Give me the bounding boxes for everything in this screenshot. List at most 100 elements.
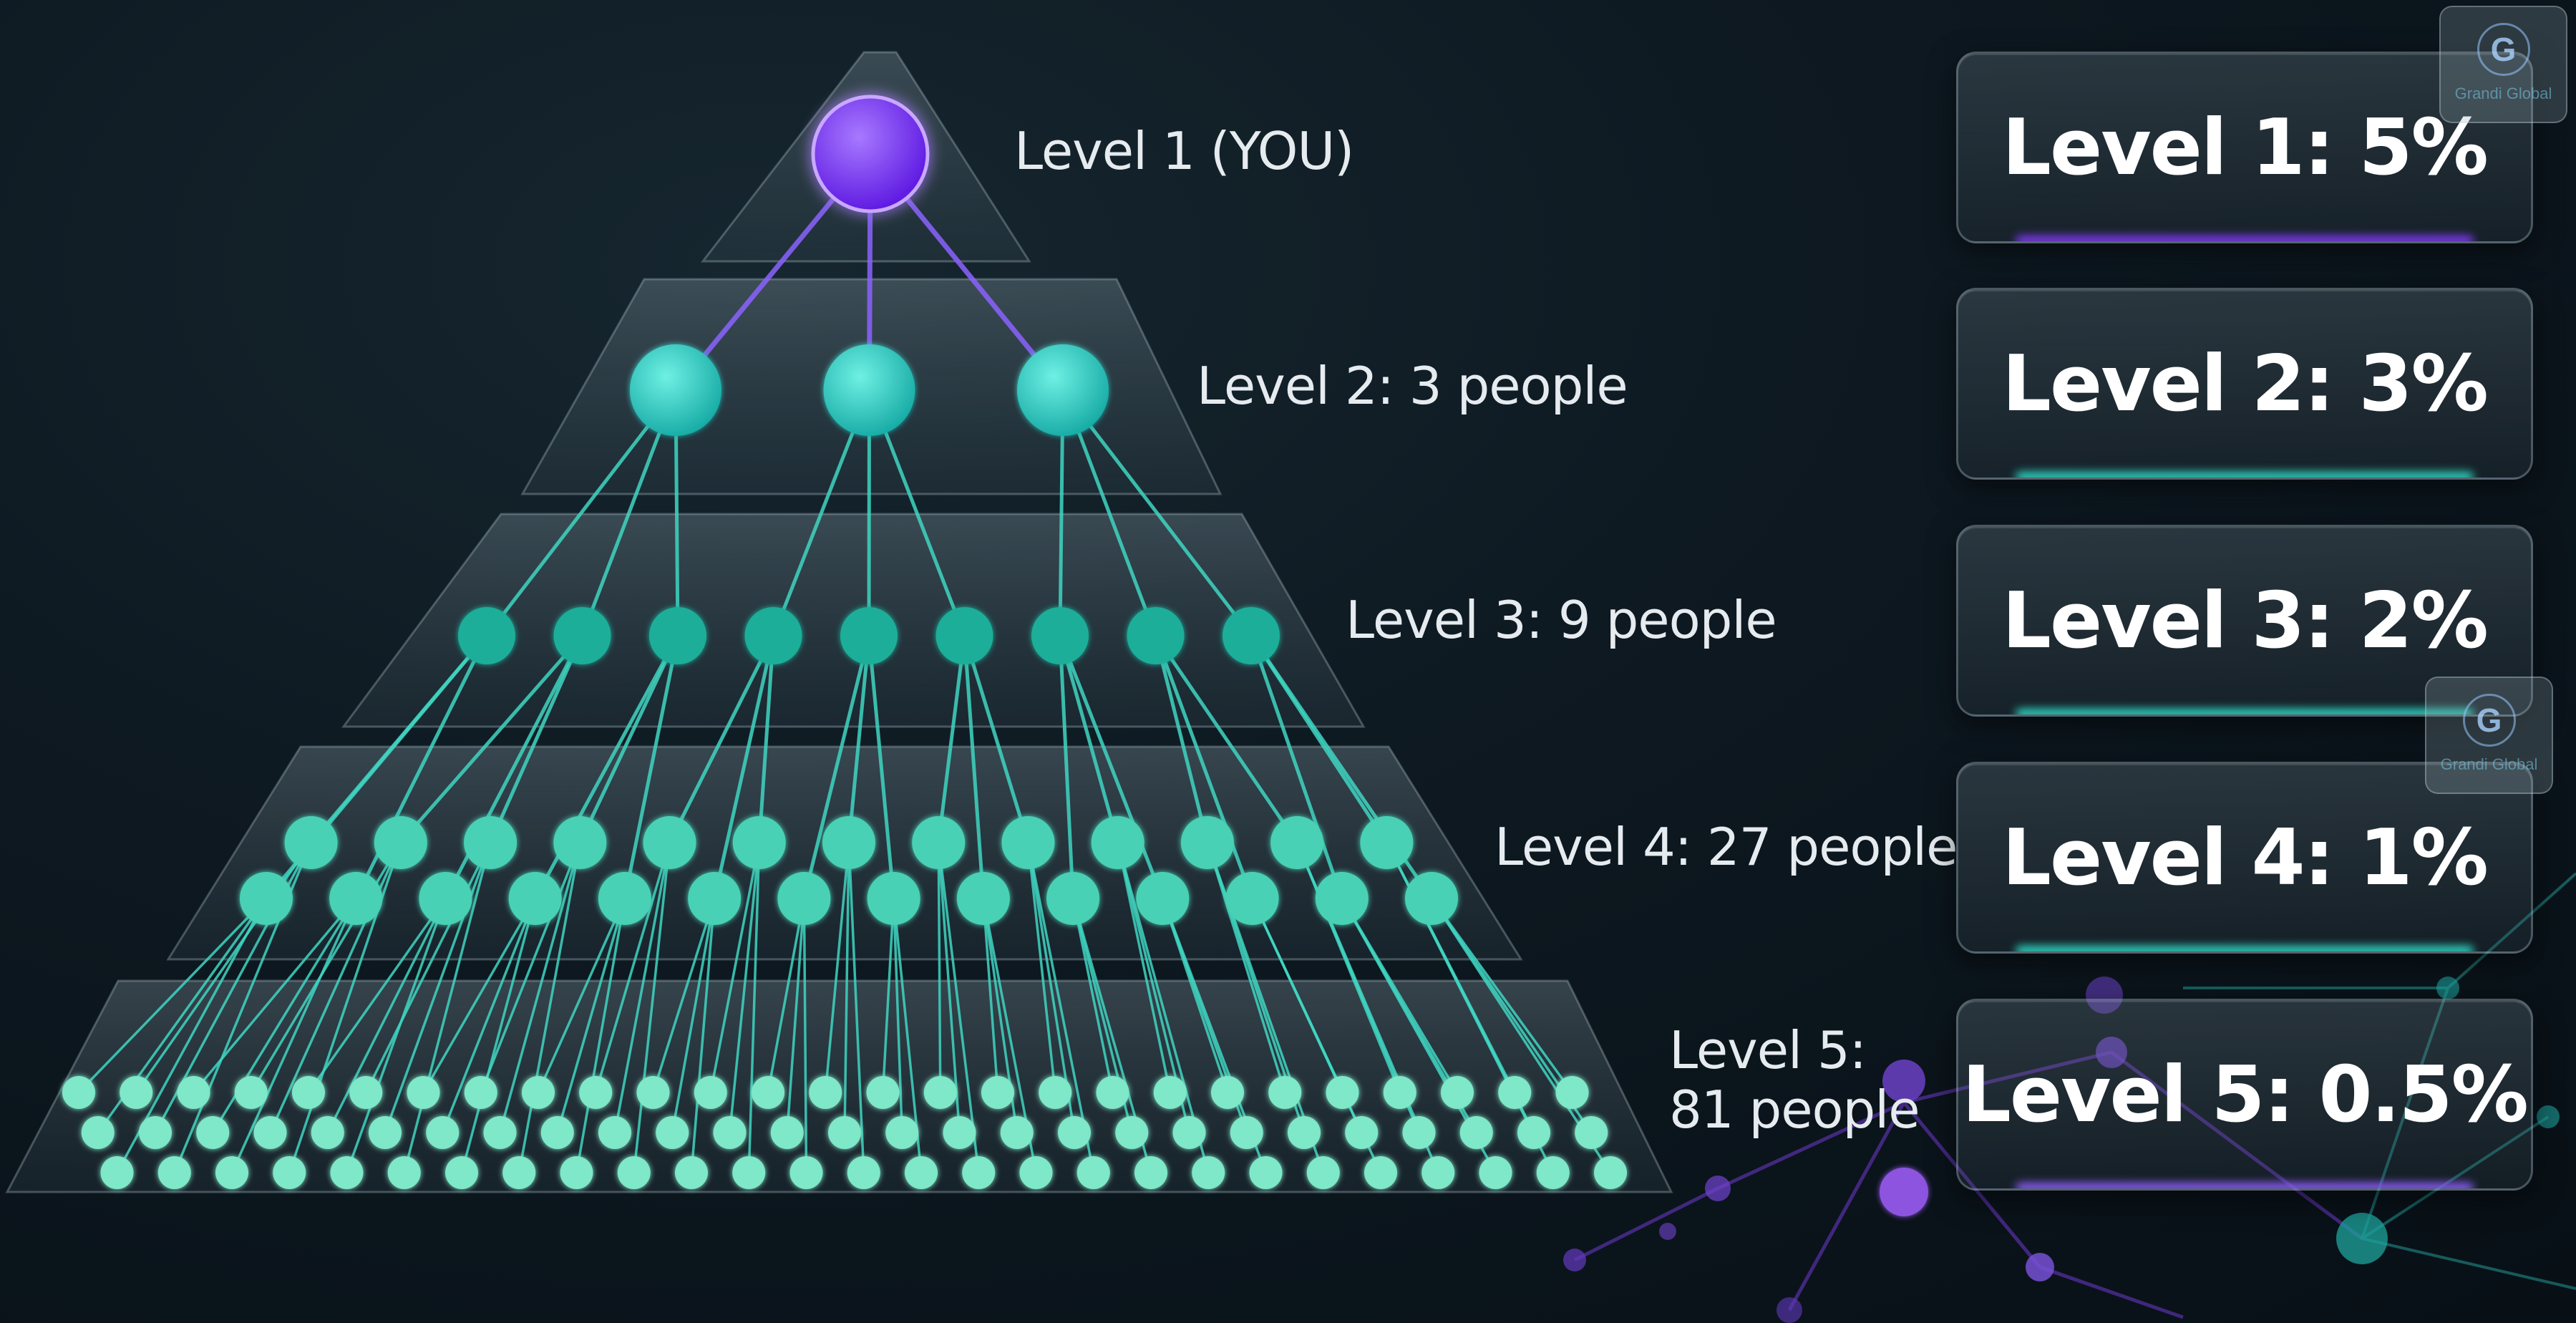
- node-level-5-23: [483, 1116, 517, 1149]
- node-level-5-64: [1268, 1076, 1302, 1109]
- node-level-4-19: [1046, 872, 1100, 925]
- node-level-5-62: [1230, 1116, 1263, 1149]
- node-level-5-35: [713, 1116, 747, 1149]
- link-level-3-to-4: [712, 635, 775, 899]
- link-level-3-to-4: [1249, 635, 1344, 899]
- link-level-4-to-5: [422, 898, 537, 1093]
- link-level-3-to-4: [1154, 635, 1254, 899]
- node-level-5-57: [1134, 1156, 1167, 1189]
- link-level-3-to-4: [399, 634, 584, 844]
- link-level-4-to-5: [1026, 842, 1056, 1093]
- node-level-5-31: [636, 1076, 670, 1109]
- node-level-5-30: [617, 1156, 651, 1189]
- link-level-4-to-5: [594, 842, 671, 1093]
- node-level-4-23: [1225, 872, 1279, 925]
- node-level-5-5: [139, 1116, 172, 1149]
- pyramid-nodes: [62, 94, 1627, 1189]
- node-level-5-53: [1058, 1116, 1091, 1149]
- node-level-4-27: [1405, 872, 1458, 925]
- link-level-3-to-4: [623, 635, 680, 899]
- link-level-4-to-5: [1116, 842, 1172, 1093]
- link-level-4-to-5: [326, 898, 447, 1133]
- node-level-5-18: [387, 1156, 421, 1189]
- node-level-5-69: [1364, 1156, 1397, 1189]
- node-level-5-15: [330, 1156, 364, 1189]
- node-level-5-19: [407, 1076, 440, 1109]
- link-level-4-to-5: [786, 898, 806, 1133]
- link-level-4-to-5: [690, 898, 716, 1173]
- link-level-4-to-5: [937, 842, 942, 1093]
- node-level-4-1: [240, 872, 293, 925]
- node-level-3-8: [1127, 607, 1185, 664]
- link-level-3-to-4: [1154, 634, 1299, 844]
- node-level-3-3: [649, 607, 706, 664]
- node-level-5-7: [177, 1076, 210, 1109]
- node-level-5-26: [540, 1116, 574, 1149]
- node-level-5-4: [120, 1076, 153, 1109]
- node-level-5-65: [1288, 1116, 1321, 1149]
- tier-label-level-3: Level 3: 9 people: [1346, 590, 1777, 650]
- node-level-4-6: [464, 816, 517, 869]
- node-level-5-10: [234, 1076, 268, 1109]
- commission-card-level-1: Level 1: 5%: [1956, 52, 2533, 243]
- node-level-5-59: [1172, 1116, 1206, 1149]
- node-level-4-5: [419, 872, 472, 925]
- node-level-5-79: [1555, 1076, 1589, 1109]
- node-level-5-58: [1153, 1076, 1187, 1109]
- node-level-5-70: [1383, 1076, 1416, 1109]
- node-level-4-11: [688, 872, 742, 925]
- node-level-5-47: [943, 1116, 976, 1149]
- link-level-4-to-5: [307, 897, 447, 1094]
- node-level-4-24: [1270, 816, 1324, 869]
- commission-card-text: Level 5: 0.5%: [1962, 1050, 2529, 1140]
- node-level-5-37: [752, 1076, 784, 1109]
- node-level-5-49: [981, 1076, 1014, 1109]
- commission-card-text: Level 1: 5%: [2002, 102, 2489, 193]
- link-level-4-to-5: [460, 898, 537, 1173]
- node-level-4-13: [777, 872, 831, 925]
- link-level-3-to-4: [963, 635, 1030, 843]
- tier-label-level-5: Level 5: 81 people: [1669, 1021, 1920, 1140]
- commission-card-level-2: Level 2: 3%: [1956, 288, 2533, 480]
- link-level-4-to-5: [403, 842, 492, 1173]
- tier-label-level-5-line2: 81 people: [1669, 1079, 1920, 1140]
- node-level-5-66: [1306, 1156, 1340, 1189]
- node-level-5-3: [100, 1156, 134, 1189]
- link-level-4-to-5: [556, 898, 626, 1133]
- link-level-3-to-4: [757, 635, 775, 843]
- node-level-5-12: [273, 1156, 306, 1189]
- node-level-4-18: [1001, 816, 1055, 869]
- node-level-5-46: [923, 1076, 957, 1109]
- node-level-4-21: [1136, 872, 1190, 925]
- node-level-5-77: [1517, 1116, 1550, 1149]
- link-level-4-to-5: [517, 842, 582, 1173]
- node-level-2-3: [1017, 344, 1109, 436]
- link-level-4-to-5: [747, 842, 761, 1173]
- link-level-3-to-4: [488, 634, 584, 844]
- link-level-2-to-3: [1061, 389, 1253, 637]
- watermark-text: Grandi Global: [2454, 84, 2552, 102]
- node-level-5-39: [789, 1156, 823, 1189]
- node-level-3-2: [553, 607, 611, 664]
- node-level-5-80: [1575, 1116, 1608, 1149]
- link-level-4-to-5: [193, 897, 357, 1094]
- link-level-4-to-5: [937, 842, 961, 1133]
- link-level-3-to-4: [867, 635, 896, 899]
- card-glow: [2016, 946, 2474, 951]
- node-level-4-25: [1315, 872, 1369, 925]
- node-level-3-9: [1223, 607, 1280, 664]
- node-level-5-6: [157, 1156, 191, 1189]
- node-level-5-24: [502, 1156, 536, 1189]
- node-level-5-29: [598, 1116, 631, 1149]
- link-level-4-to-5: [633, 842, 671, 1173]
- node-level-5-21: [445, 1156, 478, 1189]
- link-level-4-to-5: [345, 898, 447, 1173]
- link-level-3-to-4: [1154, 635, 1210, 843]
- node-level-3-7: [1031, 607, 1089, 664]
- node-level-5-34: [694, 1076, 727, 1109]
- node-level-5-67: [1326, 1076, 1359, 1109]
- watermark-logo-top: G Grandi Global: [2439, 6, 2567, 123]
- link-level-4-to-5: [1071, 898, 1114, 1093]
- node-level-5-28: [579, 1076, 613, 1109]
- link-level-4-to-5: [498, 842, 581, 1133]
